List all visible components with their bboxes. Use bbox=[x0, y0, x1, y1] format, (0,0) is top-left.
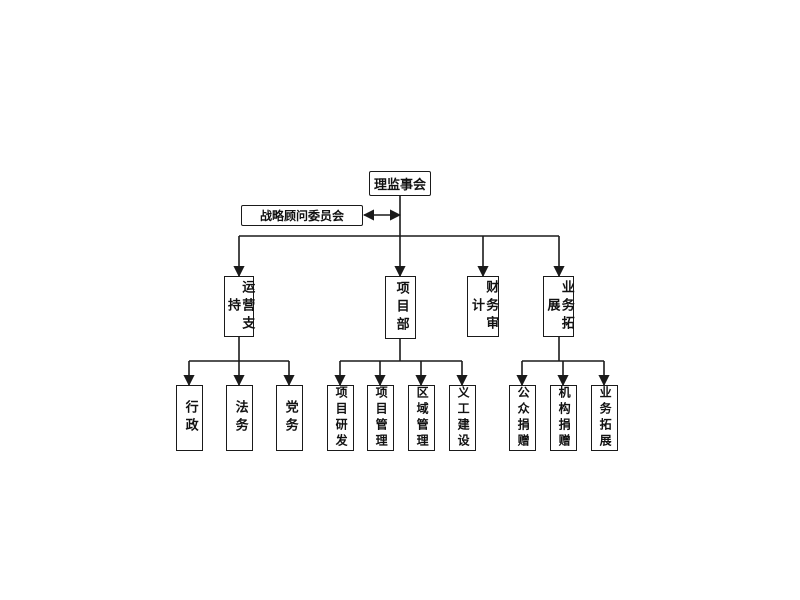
node-biz: 业务拓展 bbox=[543, 276, 574, 337]
node-root: 理监事会 bbox=[369, 171, 431, 196]
node-biz-expand: 业务拓展 bbox=[591, 385, 618, 451]
node-project-rd: 项目研发 bbox=[327, 385, 354, 451]
node-project: 项目部 bbox=[385, 276, 416, 339]
node-org-donation: 机构捐赠 bbox=[550, 385, 577, 451]
node-advisory: 战略顾问委员会 bbox=[241, 205, 363, 226]
node-volunteer: 义工建设 bbox=[449, 385, 476, 451]
node-legal: 法务 bbox=[226, 385, 253, 451]
node-public-donation: 公众捐赠 bbox=[509, 385, 536, 451]
node-region-mgmt: 区域管理 bbox=[408, 385, 435, 451]
node-party: 党务 bbox=[276, 385, 303, 451]
node-finance: 财务审计 bbox=[467, 276, 499, 337]
node-ops: 运营支持 bbox=[224, 276, 254, 337]
node-project-mgmt: 项目管理 bbox=[367, 385, 394, 451]
node-admin: 行政 bbox=[176, 385, 203, 451]
